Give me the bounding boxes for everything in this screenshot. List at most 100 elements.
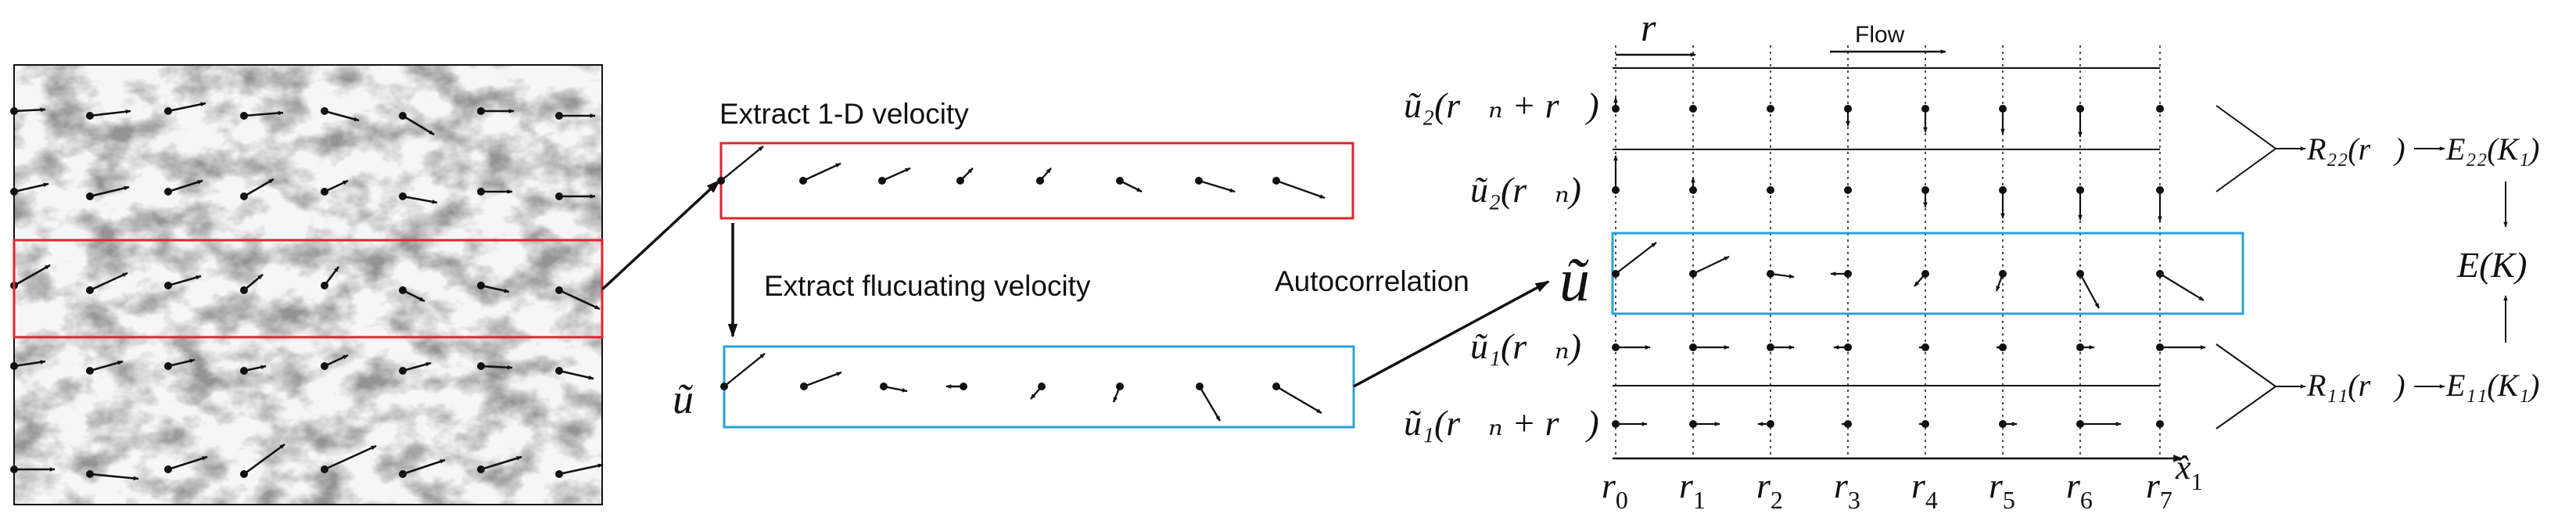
vector-arrow-icon (1995, 273, 2004, 292)
r-tick-base: r (1602, 465, 1616, 505)
e11-label: E₁₁(K₁) (2445, 368, 2539, 403)
r-tick-subscript: 3 (1848, 486, 1860, 514)
autocorrelation-vector (1767, 270, 1795, 278)
vector-arrow-icon (883, 385, 908, 393)
extracted-velocity-vectors (717, 146, 1326, 199)
field-vector (555, 367, 594, 380)
extracted-vector (717, 146, 764, 185)
r11-label: R₁₁(r⃗) (2306, 368, 2406, 403)
extracted-vector (956, 167, 974, 185)
r-tick-base: r (1756, 465, 1771, 505)
vector-arrow-icon (167, 455, 208, 471)
vector-arrow-icon (480, 455, 522, 471)
autocorrelation-vector (1918, 420, 1929, 428)
vector-arrow-icon (243, 443, 285, 476)
fluctuating-velocity-vectors (720, 353, 1322, 422)
vector-arrow-icon (167, 358, 196, 368)
r-tick-base: r (1911, 465, 1926, 505)
u-tilde-big-label: ũ (1559, 246, 1590, 314)
autocorrelation-vector (1757, 420, 1774, 428)
row-label-u1-shifted: ũ₁(r⃗ₙ + r⃗) (1404, 403, 1599, 443)
field-vector (321, 179, 349, 196)
arrow-right-icon (601, 179, 721, 291)
field-vector (86, 360, 124, 375)
autocorrelation-vector (1918, 343, 1929, 351)
autocorrelation-vector (1999, 420, 2018, 428)
vector-arrow-icon (720, 146, 764, 181)
vector-arrow-icon (723, 353, 766, 387)
vector-origin-dot (1767, 186, 1774, 194)
autocorrelation-vector (1999, 105, 2007, 135)
autocorrelation-vector (2076, 270, 2100, 309)
field-vector (555, 112, 596, 120)
vector-arrow-icon (323, 266, 340, 286)
r-tick-label: r2 (1756, 465, 1783, 514)
autocorrelation-vector (1921, 105, 1929, 133)
field-vector (240, 110, 284, 120)
field-vector (86, 185, 130, 200)
r-tick-subscript: 7 (2160, 486, 2172, 514)
vector-arrow-icon (1914, 273, 1926, 287)
autocorrelation-vector (1767, 105, 1774, 113)
r-tick-label: r5 (1989, 465, 2015, 514)
turbulence-field (10, 64, 604, 505)
extracted-vector (1272, 177, 1326, 199)
vector-arrow-icon (89, 360, 124, 372)
u-tilde-label: ũ (673, 375, 694, 422)
vector-arrow-icon (803, 371, 842, 388)
field-vector (477, 362, 513, 370)
fluctuating-vector (1272, 383, 1322, 415)
autocorrelation-vector (2156, 270, 2205, 301)
r-tick-subscript: 1 (1693, 486, 1706, 514)
r-tick-label: r3 (1834, 465, 1860, 514)
vector-arrow-icon (1198, 386, 1222, 422)
flow-label: Flow (1855, 22, 1905, 48)
field-vector (321, 354, 349, 370)
field-vector (240, 443, 285, 478)
spectra-combination: R₂₂(r⃗) E₂₂(K₁) E(K) R₁₁(r⃗) E₁₁(K₁) (2215, 105, 2539, 429)
svg-text:x̂1: x̂1 (2175, 448, 2203, 495)
autocorrelation-vector (1833, 343, 1852, 351)
r-tick-base: r (1989, 465, 2004, 505)
extracted-vector (1195, 177, 1236, 193)
r-tick-base: r (2066, 465, 2081, 505)
fluctuating-vector (1112, 383, 1124, 403)
field-vector (555, 192, 596, 200)
field-vector (477, 107, 515, 115)
vector-arrow-icon (167, 275, 202, 287)
r-tick-subscript: 6 (2080, 486, 2093, 514)
vector-arrow-icon (324, 354, 349, 368)
vector-arrow-icon (1030, 386, 1042, 400)
autocorrelation-vector (2076, 105, 2084, 138)
vector-arrow-icon (2159, 273, 2205, 301)
autocorrelation-label: Autocorrelation (1275, 265, 1469, 297)
field-vector (240, 274, 264, 294)
autocorrelation-vector (1689, 105, 1697, 113)
autocorrelation-vector (1841, 420, 1852, 428)
autocorrelation-vector (2156, 420, 2164, 428)
field-vector (555, 463, 604, 478)
autocorrelation-vector (1612, 155, 1620, 194)
autocorrelation-vector (2076, 186, 2084, 221)
field-vector (399, 112, 435, 136)
vector-arrow-icon (402, 458, 446, 476)
arrow-right-icon (1353, 280, 1550, 388)
vector-arrow-icon (480, 365, 513, 370)
r-tick-label: r7 (2146, 465, 2172, 514)
row-label-u2: ũ₂(r⃗ₙ) (1470, 170, 1581, 210)
r-vector-label: r⃗ (1641, 5, 1686, 49)
autocorrelation-vector (1612, 343, 1651, 351)
autocorrelation-vector (1767, 343, 1795, 351)
vector-arrow-icon (324, 179, 349, 193)
vector-arrow-icon (13, 360, 46, 368)
autocorrelation-vector (1914, 270, 1929, 287)
autocorrelation-vector (1995, 270, 2007, 292)
field-vector (477, 188, 513, 196)
autocorrelation-vector (2076, 343, 2095, 351)
merge-bracket-lower (2215, 343, 2277, 429)
vector-origin-dot (1767, 105, 1774, 113)
vector-arrow-icon (480, 284, 510, 293)
vector-arrow-icon (243, 274, 264, 291)
autocorrelation-vector (1844, 186, 1852, 194)
